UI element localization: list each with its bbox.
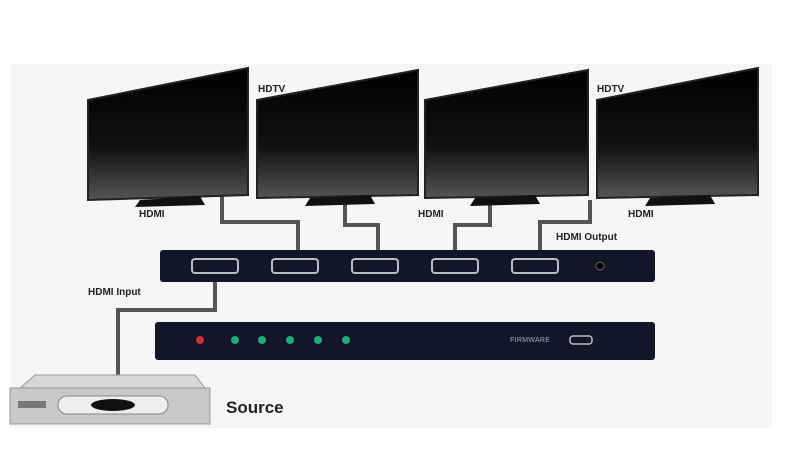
label-hdmi-input: HDMI Input <box>88 287 141 298</box>
cables <box>116 195 592 385</box>
label-hdmi-output: HDMI Output <box>556 232 618 243</box>
label-hdmi-2: HDMI <box>418 209 444 220</box>
tv-2 <box>256 68 419 206</box>
cable-tv3 <box>453 195 492 255</box>
cable-tv1 <box>220 195 300 255</box>
label-hdmi-1: HDMI <box>139 209 165 220</box>
splitter-back-panel <box>160 250 655 282</box>
label-hdtv-1: HDTV <box>258 84 286 95</box>
tv-1 <box>87 66 249 207</box>
label-firmware: FIRMWARE <box>510 337 551 344</box>
tv-3 <box>424 68 589 206</box>
tv-4 <box>596 66 759 206</box>
label-hdmi-3: HDMI <box>628 209 654 220</box>
label-source: Source <box>226 398 284 417</box>
source-device <box>9 374 211 425</box>
splitter-front-panel <box>155 322 655 360</box>
cable-tv2 <box>343 195 380 255</box>
label-hdtv-2: HDTV <box>597 84 625 95</box>
cable-tv4 <box>538 200 592 255</box>
cable-input <box>116 270 217 385</box>
